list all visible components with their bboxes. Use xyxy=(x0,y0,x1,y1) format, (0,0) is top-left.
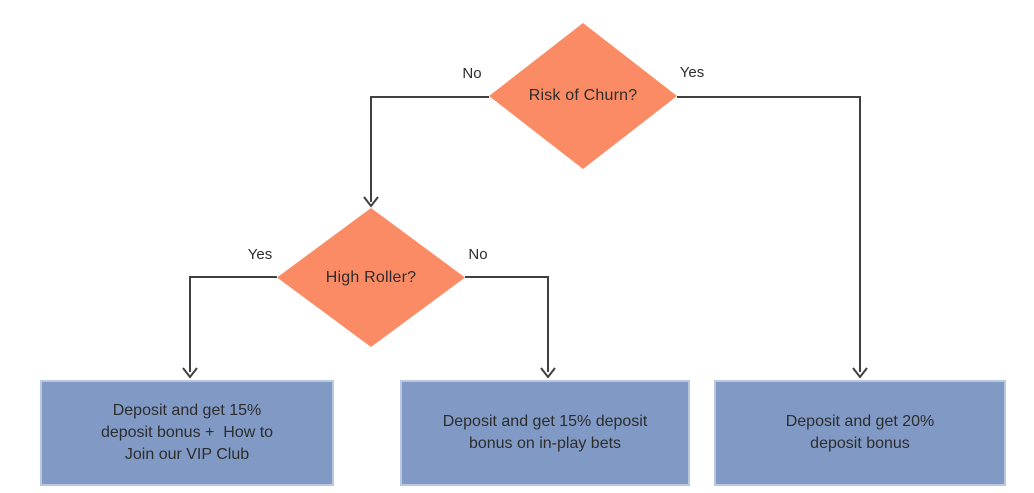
high-roller-label: High Roller? xyxy=(325,268,417,286)
connector-roller-no xyxy=(465,276,549,372)
arrowhead-roller-no-icon xyxy=(540,367,556,379)
edge-label-roller-yes: Yes xyxy=(247,246,273,263)
edge-label-risk-yes: Yes xyxy=(679,64,705,81)
risk-of-churn-label: Risk of Churn? xyxy=(528,87,638,104)
outcome-inplay-line-2: bonus on in-play bets xyxy=(468,435,622,452)
connector-risk-yes xyxy=(677,96,861,372)
arrowhead-risk-no-icon xyxy=(363,196,379,208)
outcome-twenty-line-2: deposit bonus xyxy=(810,435,910,452)
connector-risk-no xyxy=(370,96,489,202)
outcome-vip-line-1: Deposit and get 15% xyxy=(112,402,262,419)
outcome-vip-line-3: Join our VIP Club xyxy=(124,446,250,463)
arrowhead-risk-yes-icon xyxy=(852,367,868,379)
outcome-twenty-line-1: Deposit and get 20% xyxy=(785,413,935,430)
edge-label-risk-no: No xyxy=(462,65,482,82)
edge-label-roller-no: No xyxy=(468,246,488,263)
outcome-vip-line-2: deposit bonus + How to xyxy=(100,424,274,441)
connector-roller-yes xyxy=(189,276,277,372)
outcome-inplay-box: Deposit and get 15% deposit bonus on in-… xyxy=(400,380,690,486)
outcome-twenty-box: Deposit and get 20% deposit bonus xyxy=(714,380,1006,486)
outcome-vip-box: Deposit and get 15% deposit bonus + How … xyxy=(40,380,334,486)
arrowhead-roller-yes-icon xyxy=(182,367,198,379)
outcome-inplay-line-1: Deposit and get 15% deposit xyxy=(442,413,648,430)
connector-lines xyxy=(182,96,868,379)
